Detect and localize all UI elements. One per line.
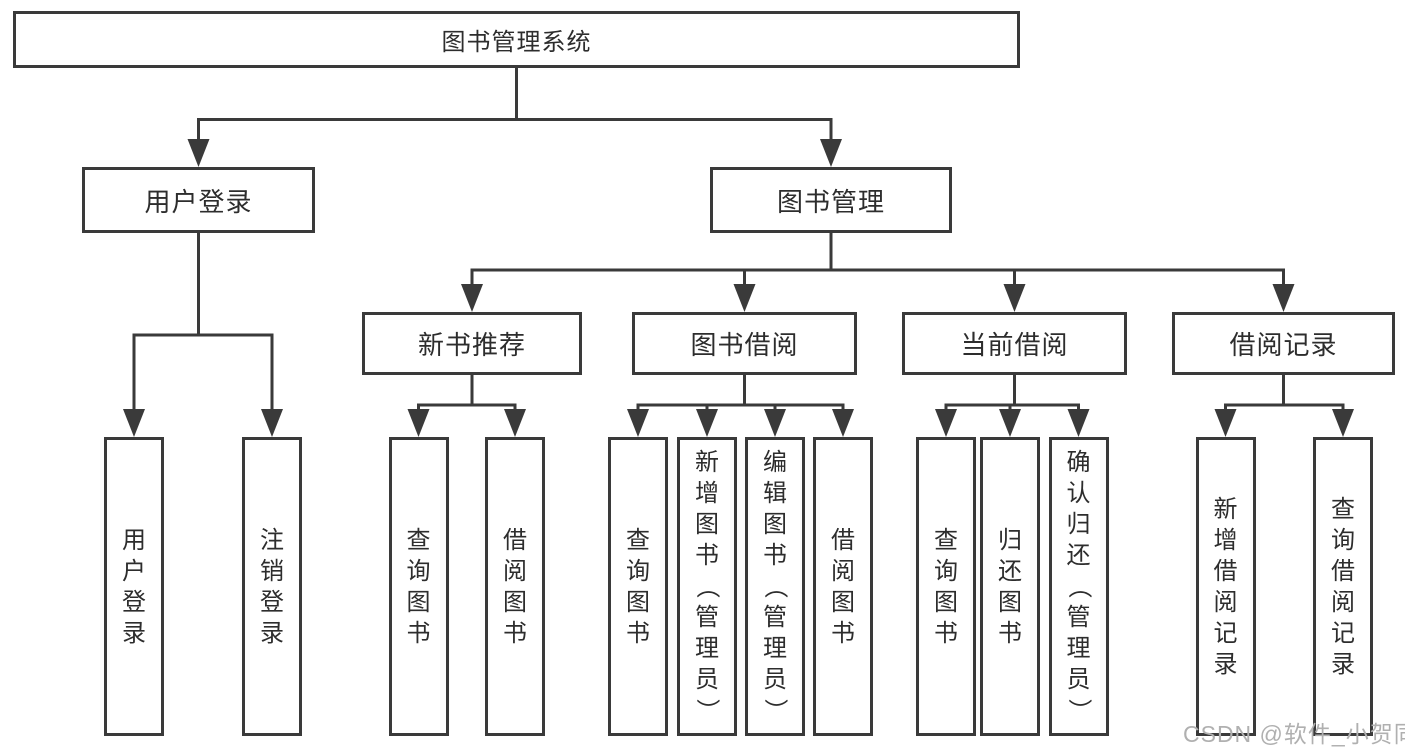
- node-user-login-label: 用户登录: [144, 186, 253, 217]
- node-new-book-recommend-label: 新书推荐: [417, 330, 526, 360]
- leaf-add-book-admin: 新增图书（管理员）: [677, 437, 737, 736]
- leaf-confirm-return-admin-label: 确认归还（管理员）: [1065, 449, 1092, 723]
- leaf-confirm-return-admin: 确认归还（管理员）: [1048, 437, 1109, 736]
- leaf-query-books-recommend-label: 查询图书: [406, 526, 431, 647]
- leaf-add-book-admin-label: 新增图书（管理员）: [693, 449, 721, 723]
- leaf-borrow-books-borrowing-label: 借阅图书: [831, 526, 855, 647]
- node-borrow-records-label: 借阅记录: [1229, 330, 1338, 360]
- leaf-return-book: 归还图书: [980, 437, 1040, 736]
- leaf-query-books-current: 查询图书: [916, 437, 976, 736]
- node-borrow-records: 借阅记录: [1172, 312, 1395, 375]
- node-current-borrowing: 当前借阅: [902, 312, 1127, 375]
- leaf-user-login-label: 用户登录: [122, 526, 146, 647]
- leaf-user-login: 用户登录: [104, 437, 164, 736]
- leaf-logout: 注销登录: [242, 437, 302, 736]
- node-user-login: 用户登录: [82, 167, 315, 233]
- leaf-edit-book-admin-label: 编辑图书（管理员）: [761, 449, 789, 723]
- leaf-add-borrow-record: 新增借阅记录: [1195, 437, 1256, 736]
- leaf-edit-book-admin: 编辑图书（管理员）: [745, 437, 805, 736]
- leaf-return-book-label: 归还图书: [998, 526, 1022, 647]
- node-new-book-recommend: 新书推荐: [362, 312, 582, 375]
- leaf-add-borrow-record-label: 新增借阅记录: [1213, 495, 1238, 678]
- leaf-query-books-borrowing: 查询图书: [608, 437, 668, 736]
- node-book-borrowing: 图书借阅: [632, 312, 857, 375]
- node-system-root: 图书管理系统: [13, 11, 1020, 68]
- leaf-query-books-borrowing-label: 查询图书: [626, 526, 650, 647]
- node-system-root-label: 图书管理系统: [441, 29, 592, 56]
- leaf-query-borrow-record: 查询借阅记录: [1313, 437, 1373, 736]
- leaf-borrow-books-borrowing: 借阅图书: [813, 437, 873, 736]
- leaf-query-books-recommend: 查询图书: [388, 437, 449, 736]
- leaf-query-books-current-label: 查询图书: [934, 526, 958, 647]
- csdn-watermark: CSDN @软件_小贺同学: [1183, 721, 1405, 747]
- node-book-borrowing-label: 图书借阅: [690, 330, 799, 360]
- leaf-query-borrow-record-label: 查询借阅记录: [1331, 495, 1355, 678]
- leaf-logout-label: 注销登录: [260, 526, 284, 647]
- node-current-borrowing-label: 当前借阅: [960, 330, 1069, 360]
- leaf-borrow-books-recommend-label: 借阅图书: [503, 526, 527, 647]
- leaf-borrow-books-recommend: 借阅图书: [485, 437, 545, 736]
- node-book-management: 图书管理: [710, 167, 952, 233]
- node-book-management-label: 图书管理: [776, 186, 885, 217]
